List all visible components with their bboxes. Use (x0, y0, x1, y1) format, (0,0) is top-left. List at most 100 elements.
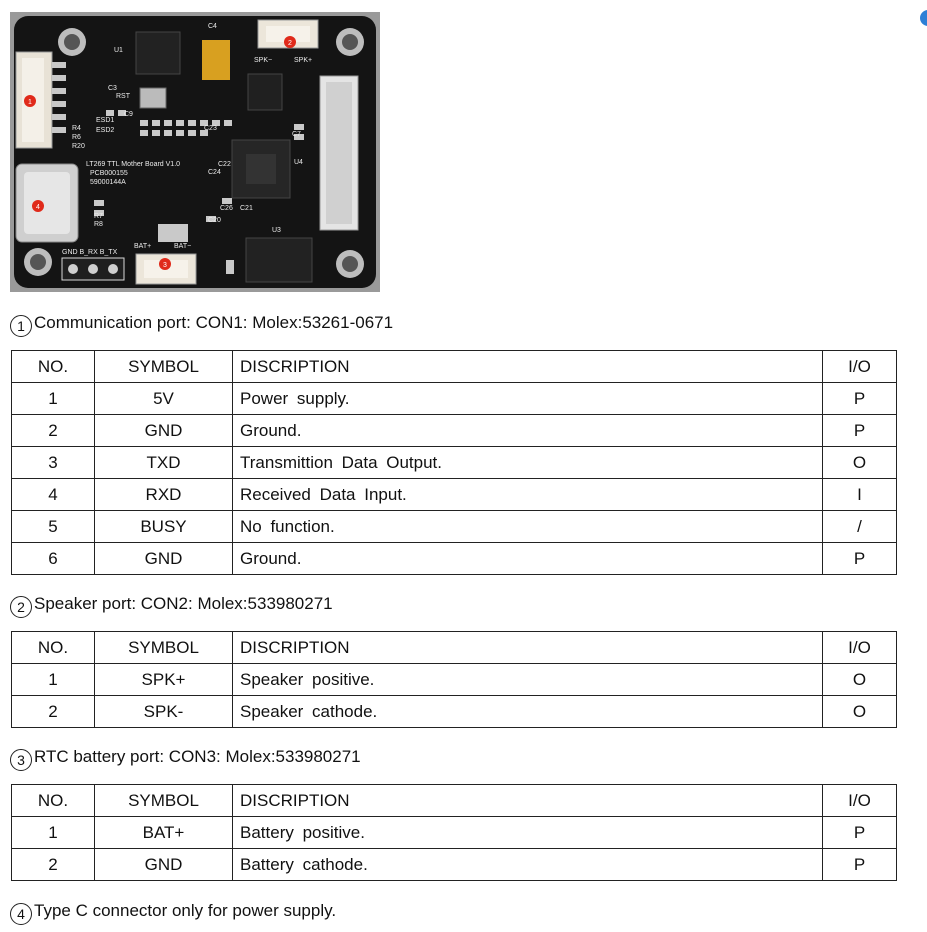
cell-symbol: BUSY (94, 510, 233, 543)
cell-symbol: GND (94, 848, 233, 881)
cell-no: 3 (11, 446, 95, 479)
silk-c23: C23 (204, 125, 217, 132)
cell-no: 6 (11, 542, 95, 575)
silk-rst: RST (116, 93, 131, 100)
cell-description: Battery cathode. (232, 848, 823, 881)
cell-description: Transmittion Data Output. (232, 446, 823, 479)
section4-number: 4 (10, 903, 32, 925)
cell-io: P (822, 382, 897, 415)
silk-c9: C9 (124, 111, 133, 118)
col-symbol: SYMBOL (94, 350, 233, 383)
cell-no: 4 (11, 478, 95, 511)
marker-2-label: 2 (288, 40, 292, 47)
silk-board-code: 59000144A (90, 179, 126, 186)
cell-io: O (822, 663, 897, 696)
section2-title: Speaker port: CON2: Molex:533980271 (34, 594, 333, 613)
silk-c4: C4 (208, 23, 217, 30)
cell-no: 2 (11, 695, 95, 728)
cell-description: Received Data Input. (232, 478, 823, 511)
col-io: I/O (822, 631, 897, 664)
mounting-hole (24, 248, 52, 276)
silk-u1: U1 (114, 47, 123, 54)
silk-c22: C22 (218, 161, 231, 168)
cell-no: 2 (11, 414, 95, 447)
cell-description: Speaker positive. (232, 663, 823, 696)
silk-bat-minus: BAT− (174, 243, 191, 250)
mounting-hole (336, 28, 364, 56)
cell-description: Ground. (232, 542, 823, 575)
cell-description: Speaker cathode. (232, 695, 823, 728)
silk-spk-plus: SPK+ (294, 57, 312, 64)
cell-no: 1 (11, 816, 95, 849)
cell-symbol: SPK+ (94, 663, 233, 696)
uart-pin-header (61, 257, 125, 281)
col-no: NO. (11, 784, 95, 817)
mounting-hole (58, 28, 86, 56)
marker-1-dot (24, 95, 36, 107)
silk-c21: C21 (240, 205, 253, 212)
silk-uart-pins: GND B_RX B_TX (62, 249, 118, 256)
u3-memory-chip (245, 237, 313, 283)
mounting-hole (336, 250, 364, 278)
silk-r8: R8 (94, 221, 103, 228)
silk-c7: C7 (292, 131, 301, 138)
cell-no: 2 (11, 848, 95, 881)
section1-number: 1 (10, 315, 32, 337)
silk-r7: R7 (94, 213, 103, 220)
cell-io: P (822, 542, 897, 575)
cell-symbol: GND (94, 542, 233, 575)
marker-3-dot (159, 258, 171, 270)
section4-title: Type C connector only for power supply. (34, 901, 337, 920)
cell-symbol: SPK- (94, 695, 233, 728)
marker-4-label: 4 (36, 204, 40, 211)
section3-title: RTC battery port: CON3: Molex:533980271 (34, 747, 361, 766)
silk-c20: C20 (208, 217, 221, 224)
cell-description: Power supply. (232, 382, 823, 415)
cell-description: Ground. (232, 414, 823, 447)
cell-io: P (822, 816, 897, 849)
c4-tantalum (202, 40, 230, 80)
cell-no: 5 (11, 510, 95, 543)
col-description: DISCRIPTION (232, 631, 823, 664)
silk-c26: C26 (220, 205, 233, 212)
silk-c24: C24 (208, 169, 221, 176)
page-edge-marker (920, 10, 927, 26)
cell-io: / (822, 510, 897, 543)
col-symbol: SYMBOL (94, 784, 233, 817)
cell-description: Battery positive. (232, 816, 823, 849)
cell-io: O (822, 695, 897, 728)
col-io: I/O (822, 350, 897, 383)
col-symbol: SYMBOL (94, 631, 233, 664)
col-no: NO. (11, 350, 95, 383)
silk-board-title: LT269 TTL Mother Board V1.0 (86, 161, 180, 168)
cell-io: I (822, 478, 897, 511)
silk-r20: R20 (72, 143, 85, 150)
marker-4-dot (32, 200, 44, 212)
u1-regulator (135, 31, 181, 75)
silk-r4: R4 (72, 125, 81, 132)
cell-io: P (822, 848, 897, 881)
silk-spk-minus: SPK− (254, 57, 272, 64)
cell-symbol: 5V (94, 382, 233, 415)
silk-u4: U4 (294, 159, 303, 166)
section3-number: 3 (10, 749, 32, 771)
section1-title: Communication port: CON1: Molex:53261-06… (34, 313, 394, 332)
marker-3-label: 3 (163, 262, 167, 269)
table-header-row: NO. SYMBOL DISCRIPTION I/O (11, 784, 897, 817)
table-header-row: NO. SYMBOL DISCRIPTION I/O (11, 350, 897, 383)
rst-button (139, 87, 167, 109)
